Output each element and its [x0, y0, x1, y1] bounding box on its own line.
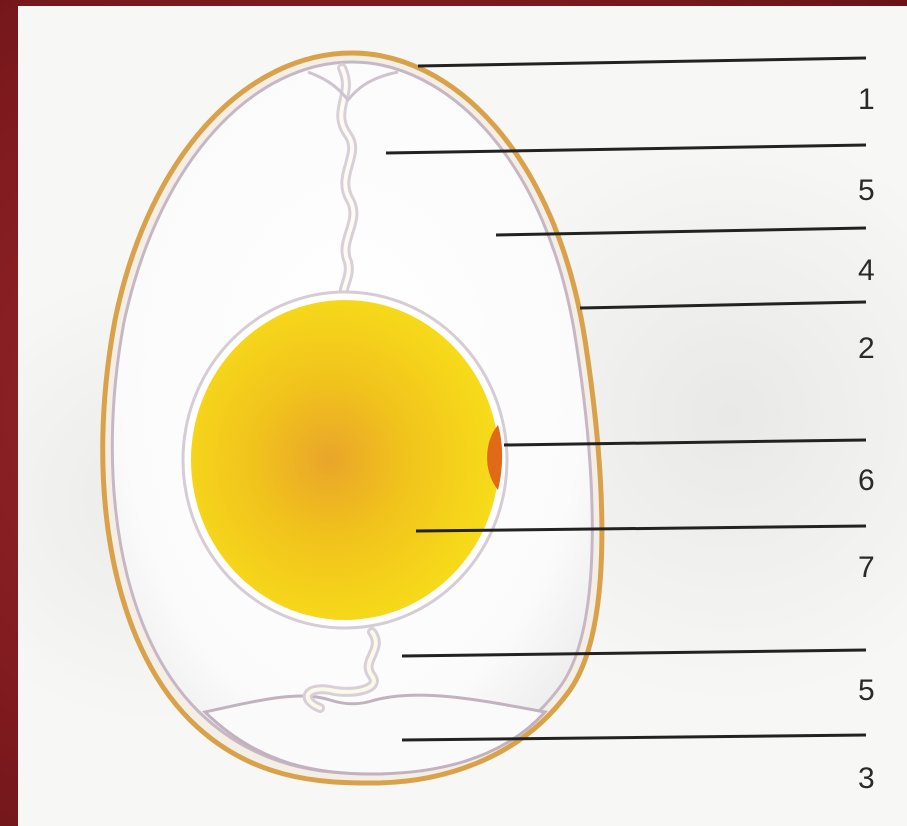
- label-germinal-disc: 6: [858, 466, 875, 496]
- label-chalaza-top: 5: [858, 176, 875, 206]
- leader-line-2: [580, 302, 866, 308]
- label-chalaza-bottom: 5: [858, 676, 875, 706]
- label-air-cell: 3: [858, 764, 875, 794]
- label-yolk: 7: [858, 553, 875, 583]
- leader-line-1: [418, 58, 866, 66]
- label-albumen: 4: [858, 256, 875, 286]
- label-shell-membrane: 2: [858, 334, 875, 364]
- yolk: [191, 300, 499, 620]
- label-shell: 1: [858, 85, 875, 115]
